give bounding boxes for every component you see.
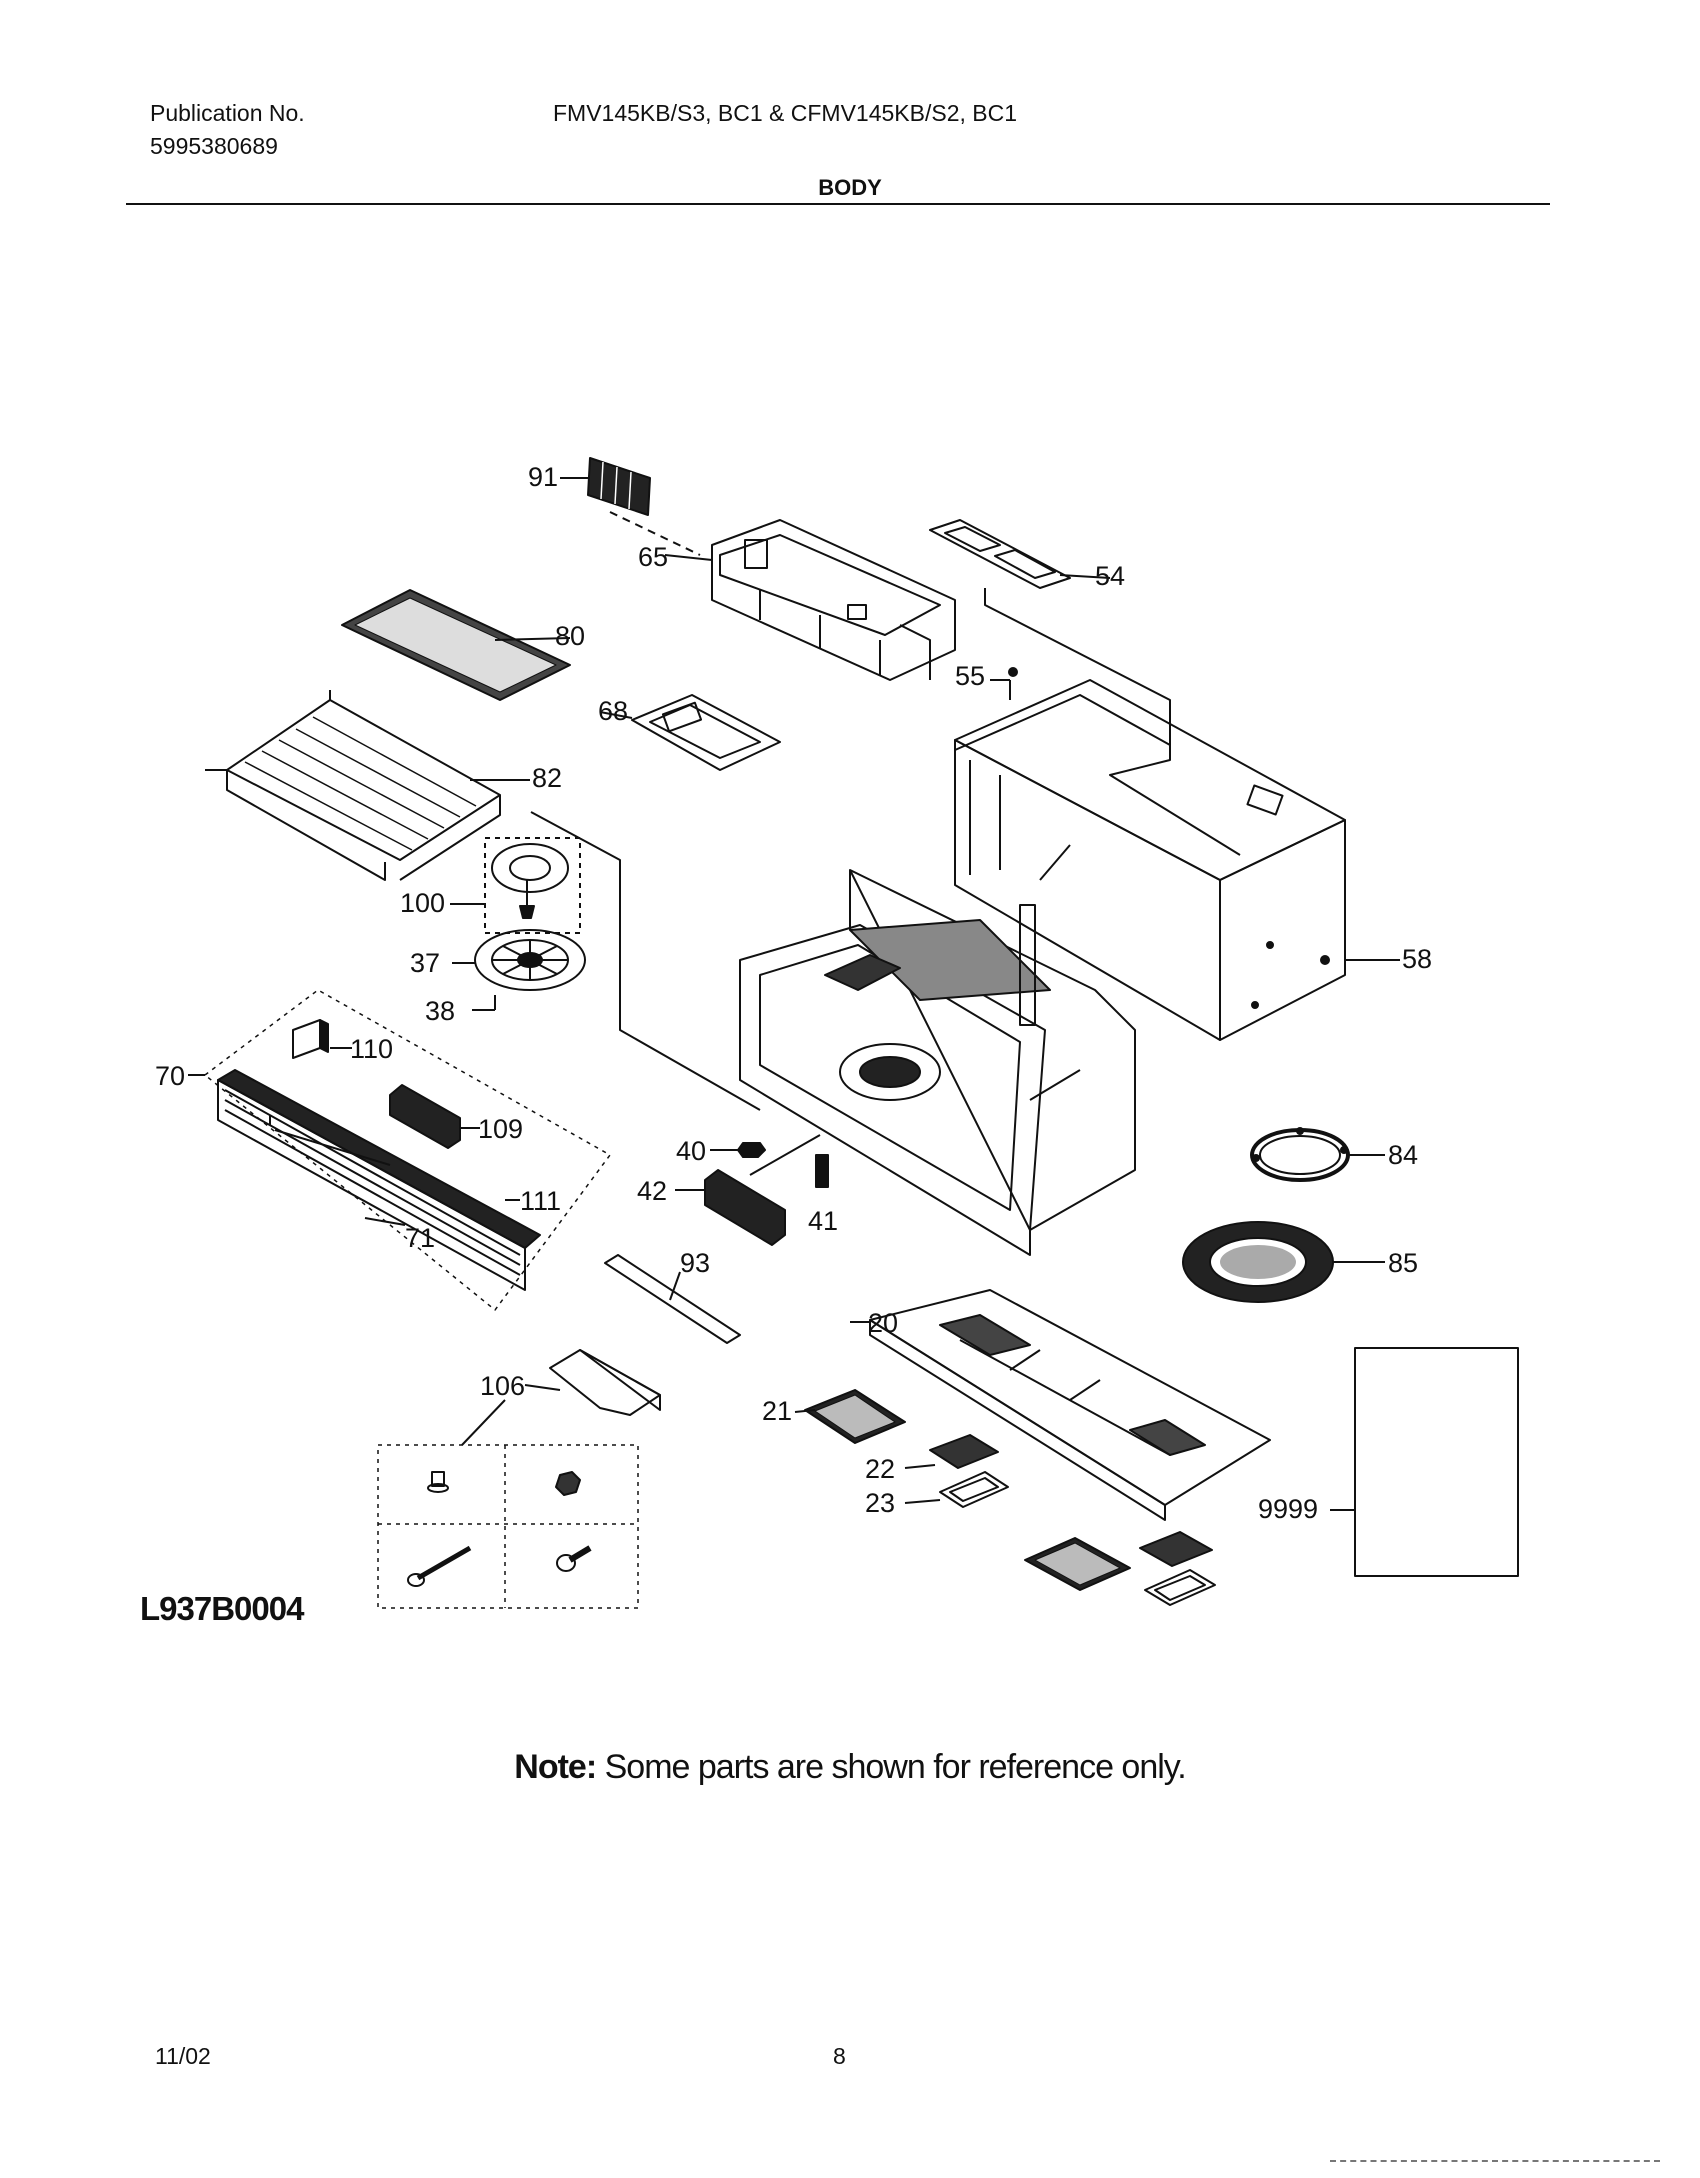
label-80: 80 bbox=[555, 621, 585, 651]
part-110-cover bbox=[292, 1019, 352, 1059]
part-65-bracket bbox=[664, 519, 956, 681]
part-93-strip bbox=[604, 1254, 741, 1344]
label-71: 71 bbox=[405, 1223, 435, 1253]
part-70-front-grille bbox=[188, 989, 611, 1311]
part-37-stirrer-fan bbox=[452, 929, 586, 1011]
label-9999: 9999 bbox=[1258, 1494, 1318, 1524]
part-42-grille bbox=[675, 1169, 786, 1246]
label-93: 93 bbox=[680, 1248, 710, 1278]
part-106-hardware bbox=[377, 1349, 661, 1609]
part-21-filter-second bbox=[1024, 1537, 1131, 1591]
label-84: 84 bbox=[1388, 1140, 1418, 1170]
part-58-outer-case bbox=[954, 667, 1400, 1041]
part-84-ring bbox=[1250, 1127, 1385, 1182]
label-91: 91 bbox=[528, 462, 558, 492]
part-68-cover bbox=[599, 694, 781, 771]
nut-icon bbox=[555, 1471, 581, 1496]
label-110: 110 bbox=[350, 1034, 393, 1064]
part-23-frame-second bbox=[1144, 1569, 1216, 1606]
label-55: 55 bbox=[955, 661, 985, 691]
section-title: BODY bbox=[818, 175, 882, 200]
label-23: 23 bbox=[865, 1488, 895, 1518]
publication-label: Publication No. bbox=[150, 100, 305, 126]
part-22-mesh bbox=[904, 1434, 999, 1469]
short-bolt-icon bbox=[556, 1545, 592, 1572]
cavity-assembly bbox=[739, 869, 1136, 1256]
part-71-leader bbox=[364, 1217, 406, 1226]
part-82-grille-rack bbox=[205, 690, 530, 881]
label-38: 38 bbox=[425, 996, 455, 1026]
part-100-stirrer-box bbox=[450, 811, 761, 1111]
label-20: 20 bbox=[868, 1308, 898, 1338]
label-42: 42 bbox=[637, 1176, 667, 1206]
part-40-coupler bbox=[710, 1134, 821, 1176]
label-85: 85 bbox=[1388, 1248, 1418, 1278]
label-21: 21 bbox=[762, 1396, 792, 1426]
model-numbers: FMV145KB/S3, BC1 & CFMV145KB/S2, BC1 bbox=[553, 100, 1018, 126]
part-number-labels: 91 65 54 80 55 68 82 58 100 37 38 110 70… bbox=[155, 462, 1432, 1524]
label-70: 70 bbox=[155, 1061, 185, 1091]
part-21-filter bbox=[794, 1389, 906, 1444]
header-rule bbox=[126, 203, 1550, 205]
footer-dashes bbox=[1330, 2160, 1660, 2162]
label-111: 111 bbox=[520, 1186, 561, 1216]
label-82: 82 bbox=[532, 763, 562, 793]
publication-number: 5995380689 bbox=[150, 133, 278, 159]
label-54: 54 bbox=[1095, 561, 1125, 591]
reference-note: Note: Some parts are shown for reference… bbox=[0, 1748, 1700, 1787]
part-109-grille bbox=[389, 1084, 480, 1149]
label-106: 106 bbox=[480, 1371, 525, 1401]
diagram-code: L937B0004 bbox=[140, 1590, 304, 1627]
label-109: 109 bbox=[478, 1114, 523, 1144]
label-41: 41 bbox=[808, 1206, 838, 1236]
label-68: 68 bbox=[598, 696, 628, 726]
long-bolt-icon bbox=[407, 1545, 472, 1587]
part-54-plate bbox=[929, 519, 1171, 755]
label-40: 40 bbox=[676, 1136, 706, 1166]
publication-date: 11/02 bbox=[155, 2043, 211, 2069]
part-91-grille bbox=[560, 457, 701, 556]
note-text: Some parts are shown for reference only. bbox=[596, 1748, 1187, 1786]
part-80-filter bbox=[341, 589, 571, 701]
label-22: 22 bbox=[865, 1454, 895, 1484]
label-65: 65 bbox=[638, 542, 668, 572]
label-37: 37 bbox=[410, 948, 440, 978]
label-100: 100 bbox=[400, 888, 445, 918]
part-85-fan bbox=[1182, 1221, 1385, 1303]
label-58: 58 bbox=[1402, 944, 1432, 974]
page-number: 8 bbox=[833, 2043, 846, 2069]
part-20-bottom-plate bbox=[850, 1289, 1271, 1521]
part-9999-manual bbox=[1330, 1347, 1519, 1577]
part-23-frame bbox=[904, 1471, 1009, 1508]
screw-icon bbox=[427, 1471, 449, 1493]
note-prefix: Note: bbox=[514, 1748, 597, 1786]
part-22-mesh-second bbox=[1139, 1531, 1213, 1567]
part-41-latch bbox=[815, 1154, 829, 1188]
